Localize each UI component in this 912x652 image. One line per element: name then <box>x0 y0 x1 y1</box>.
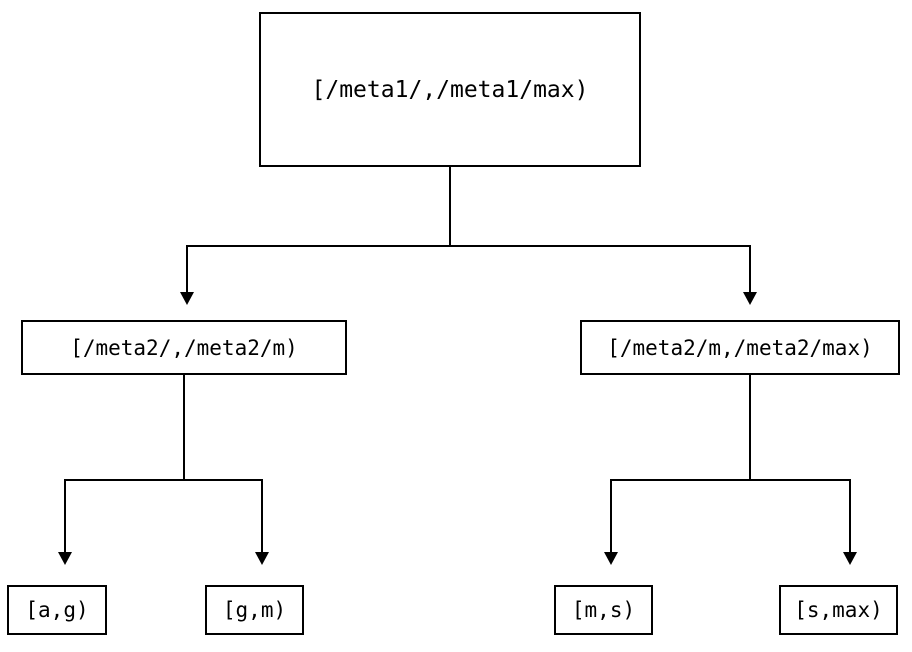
arrowhead-down-icon <box>843 552 857 565</box>
tree-node-left-branch-label: [/meta2/,/meta2/m) <box>70 335 298 360</box>
edge-left-branch-to-leaf-ag <box>64 479 66 552</box>
tree-node-right-branch-label: [/meta2/m,/meta2/max) <box>607 335 873 360</box>
tree-node-right-branch[interactable]: [/meta2/m,/meta2/max) <box>580 320 900 375</box>
edge-root-to-left-branch <box>186 245 188 292</box>
arrowhead-down-icon <box>604 552 618 565</box>
arrowhead-down-icon <box>743 292 757 305</box>
edge-right-branch-stem <box>749 375 751 481</box>
tree-node-left-branch[interactable]: [/meta2/,/meta2/m) <box>21 320 347 375</box>
edge-left-branch-stem <box>183 375 185 481</box>
tree-node-leaf-ag[interactable]: [a,g) <box>7 585 107 635</box>
edge-left-branch-to-leaf-gm <box>261 479 263 552</box>
arrowhead-down-icon <box>180 292 194 305</box>
tree-node-leaf-gm-label: [g,m) <box>222 598 287 622</box>
edge-left-branch-horizontal-bar <box>64 479 263 481</box>
edge-root-to-right-branch <box>749 245 751 292</box>
edge-right-branch-to-leaf-ms <box>610 479 612 552</box>
edge-right-branch-to-leaf-smax <box>849 479 851 552</box>
tree-node-leaf-smax[interactable]: [s,max) <box>779 585 898 635</box>
edge-root-horizontal-bar <box>186 245 751 247</box>
arrowhead-down-icon <box>58 552 72 565</box>
tree-node-root-label: [/meta1/,/meta1/max) <box>311 76 589 103</box>
tree-node-leaf-smax-label: [s,max) <box>794 598 883 622</box>
tree-node-leaf-gm[interactable]: [g,m) <box>205 585 304 635</box>
tree-node-leaf-ms[interactable]: [m,s) <box>554 585 653 635</box>
tree-node-leaf-ag-label: [a,g) <box>25 598 89 622</box>
edge-root-stem <box>449 167 451 246</box>
arrowhead-down-icon <box>255 552 269 565</box>
tree-node-leaf-ms-label: [m,s) <box>571 598 636 622</box>
edge-right-branch-horizontal-bar <box>610 479 851 481</box>
tree-node-root[interactable]: [/meta1/,/meta1/max) <box>259 12 641 167</box>
